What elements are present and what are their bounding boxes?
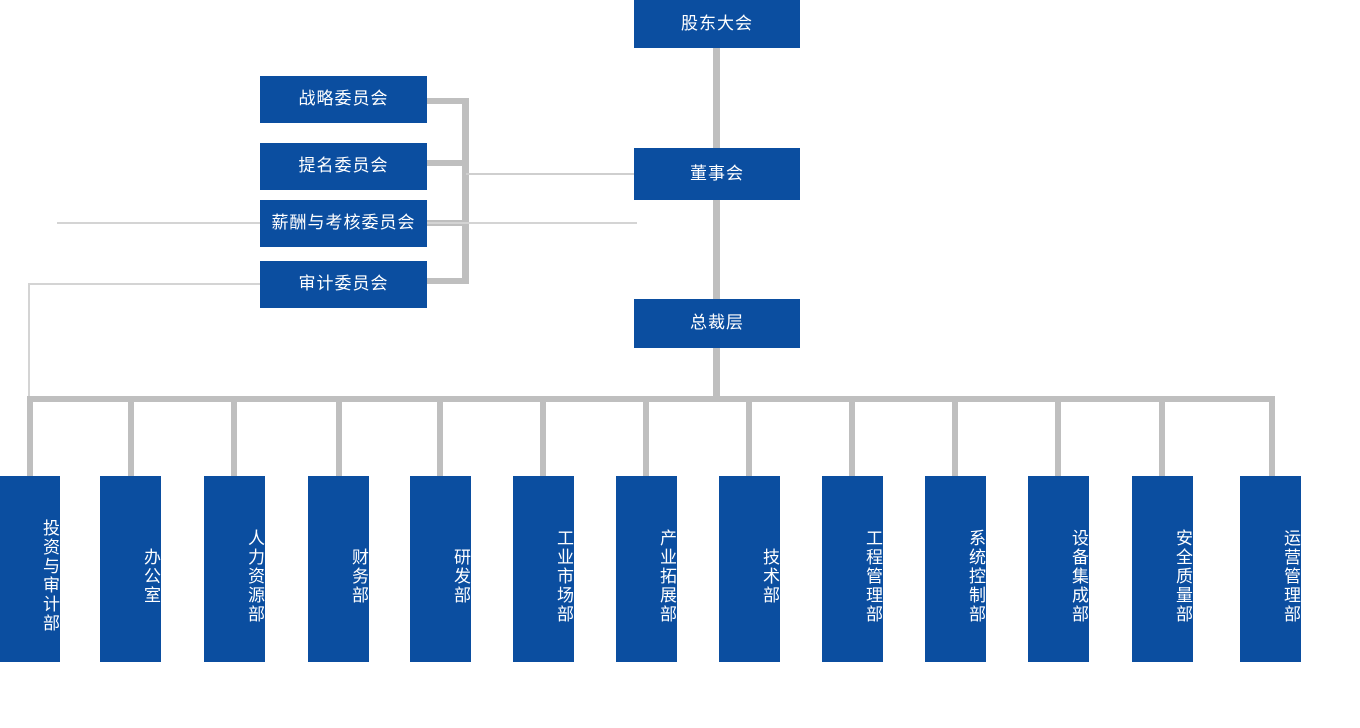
node-label: 审计委员会 [298,274,389,294]
node-label: 薪酬与考核委员会 [271,213,416,233]
connector-department-leg-2 [128,396,134,480]
node-label: 财务部 [349,547,368,605]
node-label: 安全质量部 [1173,528,1192,624]
node-label: 产业拓展部 [657,528,676,624]
node-label: 提名委员会 [298,156,389,176]
node-department-research-and-development[interactable]: 研发部 [410,476,471,662]
node-department-office[interactable]: 办公室 [100,476,161,662]
node-president-level[interactable]: 总裁层 [634,299,800,348]
connector-department-leg-9 [849,396,855,480]
node-department-finance[interactable]: 财务部 [308,476,369,662]
connector-department-leg-3 [231,396,237,480]
node-shareholders-meeting[interactable]: 股东大会 [634,0,800,48]
node-label: 总裁层 [690,313,744,333]
connector-compensation-left-line [57,222,262,224]
node-label: 人力资源部 [245,528,264,624]
node-board-of-directors[interactable]: 董事会 [634,148,800,200]
node-department-industry-expansion[interactable]: 产业拓展部 [616,476,677,662]
node-committee-nomination[interactable]: 提名委员会 [260,143,427,190]
connector-department-leg-12 [1159,396,1165,480]
node-label: 办公室 [141,547,160,605]
node-department-human-resources[interactable]: 人力资源部 [204,476,265,662]
node-department-industrial-market[interactable]: 工业市场部 [513,476,574,662]
node-label: 技术部 [760,547,779,605]
connector-department-leg-13 [1269,396,1275,480]
node-label: 战略委员会 [298,89,389,109]
connector-president-to-bus [713,348,720,402]
connector-committees-to-board [466,173,636,175]
node-label: 运营管理部 [1281,528,1300,624]
connector-department-leg-8 [746,396,752,480]
node-department-technology[interactable]: 技术部 [719,476,780,662]
connector-department-leg-1 [27,396,33,480]
node-label: 工业市场部 [554,528,573,624]
connector-department-bus [28,396,1275,402]
node-committee-strategy[interactable]: 战略委员会 [260,76,427,123]
node-label: 工程管理部 [863,528,882,624]
node-committee-compensation-and-appraisal[interactable]: 薪酬与考核委员会 [260,200,427,247]
connector-audit-left-line [28,283,262,285]
node-department-system-control[interactable]: 系统控制部 [925,476,986,662]
node-label: 股东大会 [681,13,753,33]
connector-department-leg-7 [643,396,649,480]
connector-board-to-president [713,199,720,300]
connector-department-leg-11 [1055,396,1061,480]
node-label: 系统控制部 [966,528,985,624]
connector-committee-stub-4 [426,278,466,284]
connector-committee-spine [462,98,469,284]
connector-department-leg-10 [952,396,958,480]
connector-department-leg-5 [437,396,443,480]
node-department-safety-and-quality[interactable]: 安全质量部 [1132,476,1193,662]
node-department-equipment-integration[interactable]: 设备集成部 [1028,476,1089,662]
node-department-engineering-management[interactable]: 工程管理部 [822,476,883,662]
node-department-operations-management[interactable]: 运营管理部 [1240,476,1301,662]
node-department-investment-and-audit[interactable]: 投资与审计部 [0,476,60,662]
node-committee-audit[interactable]: 审计委员会 [260,261,427,308]
node-label: 投资与审计部 [40,519,59,633]
connector-compensation-right-line [427,222,637,224]
connector-department-leg-4 [336,396,342,480]
node-label: 设备集成部 [1069,528,1088,624]
connector-audit-down-line [28,283,30,401]
node-label: 研发部 [451,547,470,605]
connector-department-leg-6 [540,396,546,480]
node-label: 董事会 [690,163,744,183]
connector-committee-stub-2 [426,160,466,166]
connector-committee-stub-1 [426,98,466,104]
connector-shareholders-to-board [713,48,720,150]
